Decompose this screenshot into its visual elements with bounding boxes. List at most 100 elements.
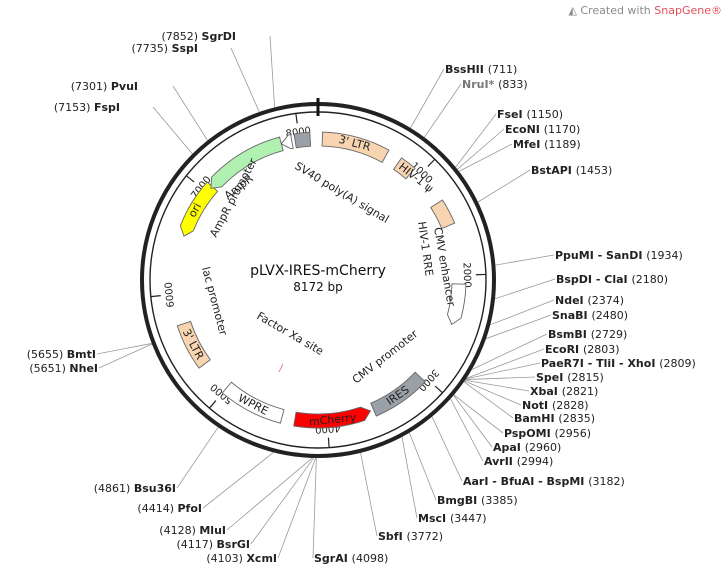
restriction-site: ApaI (2960) [493, 441, 561, 454]
restriction-site: (4117) BsrGI [176, 538, 250, 551]
restriction-site: (7852) SgrDI [161, 30, 236, 43]
site-position: (2821) [562, 385, 599, 398]
site-leader [277, 457, 317, 559]
watermark-icon: ◭ [568, 4, 577, 17]
site-name: BmtI [67, 348, 96, 361]
watermark-text: Created with [580, 4, 651, 17]
restriction-site: (7153) FspI [54, 101, 120, 114]
restriction-site: (4861) Bsu36I [94, 482, 176, 495]
site-name: XbaI [530, 385, 562, 398]
site-leader [312, 457, 317, 559]
ruler-tick [150, 295, 161, 298]
label-sv40-signal: SV40 poly(A) signal [292, 159, 391, 225]
restriction-site: FseI (1150) [497, 108, 563, 121]
site-name: XcmI [246, 552, 277, 565]
ruler-tick [208, 400, 217, 409]
feature-wpre [221, 381, 285, 424]
site-position: (4128) [159, 524, 199, 537]
plasmid-size: 8172 bp [293, 280, 343, 294]
site-leader [453, 395, 493, 448]
factor-xa-mark [278, 363, 284, 373]
site-name: AarI - BfuAI - BspMI [463, 475, 588, 488]
site-name: NotI [522, 399, 552, 412]
site-leader [202, 452, 274, 509]
restriction-site: (4103) XcmI [206, 552, 277, 565]
site-name: NdeI [555, 294, 587, 307]
site-position: (7301) [71, 80, 111, 93]
site-position: (1170) [544, 123, 581, 136]
restriction-site: (7735) SspI [131, 42, 198, 55]
restriction-site: EcoRI (2803) [545, 343, 620, 356]
ruler-tick [427, 158, 436, 167]
site-position: (2374) [587, 294, 624, 307]
restriction-site: BmgBI (3385) [437, 494, 518, 507]
feature-ampr [210, 136, 284, 189]
site-leader [431, 416, 463, 482]
site-leader [269, 35, 276, 108]
site-position: (711) [488, 63, 518, 76]
site-leader [250, 457, 315, 545]
restriction-site: NdeI (2374) [555, 294, 624, 307]
watermark-brand: SnapGene® [654, 4, 722, 17]
site-position: (3772) [407, 530, 444, 543]
site-name: SspI [172, 42, 198, 55]
site-position: (7735) [131, 42, 171, 55]
restriction-site: (5651) NheI [29, 362, 98, 375]
site-name: SnaBI [552, 309, 591, 322]
site-leader [465, 379, 530, 392]
site-name: BamHI [514, 412, 558, 425]
feature-label-ltr-bottom: 3' LTR [180, 327, 207, 362]
feature-mcherry [293, 406, 372, 429]
feature-sv40 [293, 131, 312, 149]
feature-ltr3-bottom [176, 320, 211, 369]
feature-cmv-prom [446, 283, 467, 326]
site-position: (2815) [567, 371, 604, 384]
site-leader [465, 362, 541, 380]
site-name: AvrII [484, 455, 517, 468]
site-leader [172, 85, 208, 141]
restriction-site: BssHII (711) [445, 63, 517, 76]
site-name: BsmBI [548, 328, 591, 341]
site-leader [458, 143, 513, 172]
restriction-site: PspOMI (2956) [504, 427, 591, 440]
site-position: (7852) [161, 30, 201, 43]
site-position: (2729) [591, 328, 628, 341]
site-name: MfeI [513, 138, 544, 151]
restriction-site: MscI (3447) [418, 512, 487, 525]
site-position: (1453) [576, 164, 613, 177]
feature-label-ori: ori [186, 201, 204, 220]
feature-hiv-psi [393, 157, 416, 180]
ruler-tick-label: 2000 [461, 262, 473, 288]
ruler-tick-label: 6000 [163, 281, 176, 307]
site-leader [485, 314, 552, 340]
site-name: MscI [418, 512, 450, 525]
site-name: BssHII [445, 63, 488, 76]
restriction-site: (4128) MluI [159, 524, 226, 537]
restriction-site: (5655) BmtI [27, 348, 96, 361]
site-leader [457, 128, 505, 170]
site-name: FspI [94, 101, 120, 114]
feature-rre [430, 199, 456, 230]
feature-ires [370, 371, 427, 417]
site-name: PvuI [111, 80, 138, 93]
site-position: (3447) [450, 512, 487, 525]
site-position: (3182) [588, 475, 625, 488]
site-name: ApaI [493, 441, 525, 454]
site-leader [453, 394, 504, 434]
site-position: (5651) [29, 362, 69, 375]
site-leader [408, 432, 437, 501]
site-position: (4861) [94, 482, 134, 495]
site-name: SbfI [378, 530, 407, 543]
restriction-site: BsmBI (2729) [548, 328, 627, 341]
site-leader [450, 398, 484, 462]
site-leader [176, 427, 219, 489]
restriction-site: SpeI (2815) [536, 371, 604, 384]
site-name: FseI [497, 108, 526, 121]
ruler-tick [434, 385, 443, 394]
site-name: BspDI - ClaI [556, 273, 631, 286]
restriction-site: AarI - BfuAI - BspMI (3182) [463, 475, 625, 488]
restriction-site: MfeI (1189) [513, 138, 581, 151]
site-name: PspOMI [504, 427, 555, 440]
site-leader [494, 278, 556, 300]
restriction-site: BamHI (2835) [514, 412, 595, 425]
